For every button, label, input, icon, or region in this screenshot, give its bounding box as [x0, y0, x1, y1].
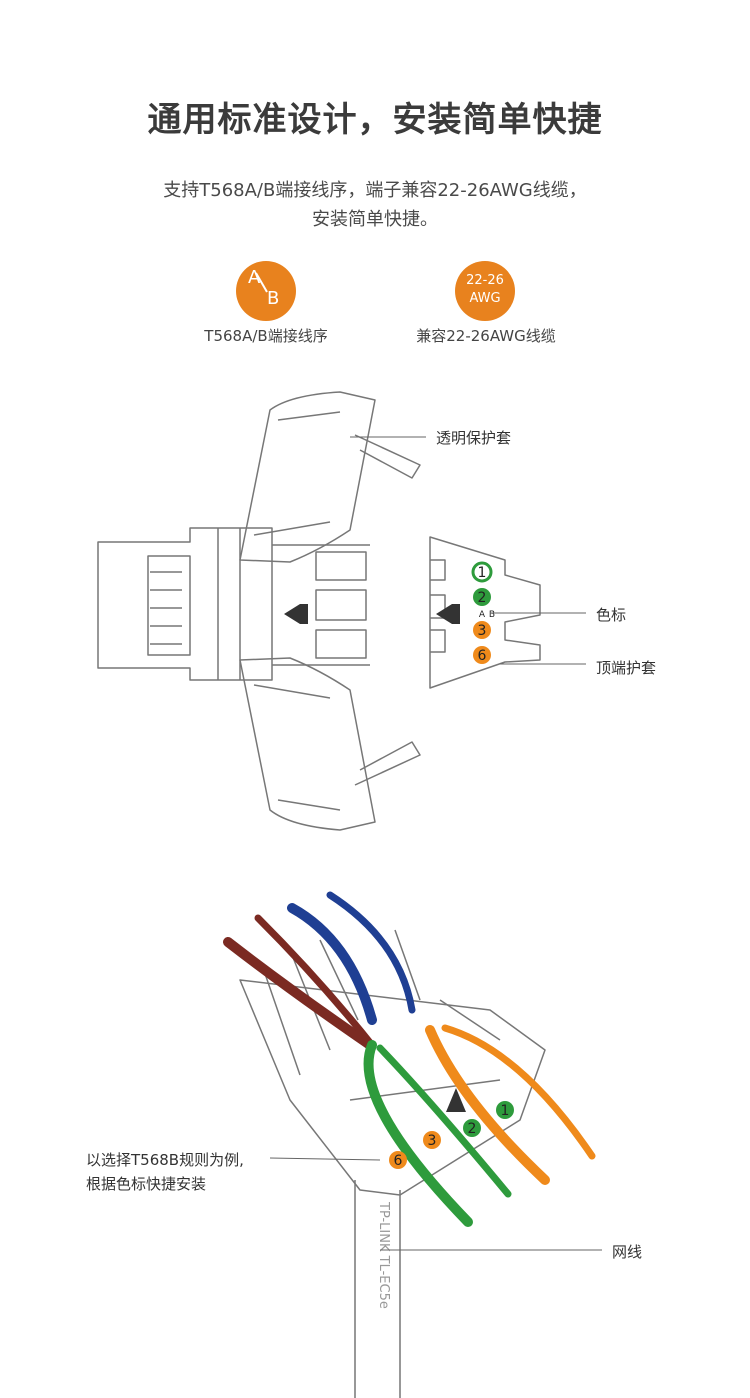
- color-mark-3-num: 3: [478, 623, 487, 639]
- upper-cover-hook: [354, 434, 421, 479]
- ab-sequence-icon: A B: [236, 261, 296, 321]
- callout-example: [269, 1157, 381, 1161]
- jack-slots: [272, 544, 370, 666]
- cable-jacket: [354, 1180, 401, 1398]
- awg-icon-unit: AWG: [469, 291, 501, 306]
- wired-body: [239, 979, 546, 1196]
- wire-orange: [425, 1025, 550, 1185]
- wire-green: [363, 1040, 473, 1227]
- lower-cover-line: [253, 684, 341, 811]
- wire-blue: [287, 903, 377, 1025]
- awg-caption: 兼容22-26AWG线缆: [416, 327, 556, 345]
- color-mark-1-num: 1: [478, 565, 487, 581]
- color-mark-3: [473, 621, 491, 639]
- wires: [223, 891, 596, 1227]
- wired-mark-6: [389, 1151, 407, 1169]
- color-mark-b: B: [489, 610, 495, 620]
- wired-mark-2: [463, 1119, 481, 1137]
- upper-cover-line: [253, 411, 341, 536]
- description-line-1: 支持T568A/B端接线序，端子兼容22-26AWG线缆，: [163, 180, 587, 201]
- wire-brown-white: [254, 914, 376, 1049]
- color-mark-2-num: 2: [478, 590, 487, 606]
- label-example: 以选择T568B规则为例, 根据色标快捷安装: [86, 1148, 244, 1196]
- label-transparent-cover: 透明保护套: [436, 429, 512, 447]
- wired-mark-1-num: 1: [501, 1103, 510, 1119]
- ab-icon-a: A: [248, 267, 261, 288]
- lower-cover-hook: [354, 741, 421, 786]
- awg-icon: 22-26 AWG: [455, 261, 515, 321]
- keystone-exploded-view: [97, 391, 541, 831]
- wired-color-marks: 6 3 2 1: [389, 1101, 514, 1169]
- wired-mark-3-num: 3: [428, 1133, 437, 1149]
- color-mark-2: [473, 588, 491, 606]
- color-mark-6-num: 6: [478, 648, 487, 664]
- ab-icon-b: B: [267, 288, 280, 309]
- color-mark-a: A: [479, 610, 486, 620]
- label-example-line-2: 根据色标快捷安装: [86, 1175, 207, 1193]
- wire-green-white: [376, 1044, 512, 1198]
- label-top-cap: 顶端护套: [596, 659, 657, 677]
- description-line-2: 安装简单快捷。: [312, 209, 438, 230]
- wired-mark-6-num: 6: [394, 1153, 403, 1169]
- jack-middle: [217, 528, 241, 680]
- top-cap: [429, 536, 541, 689]
- insert-arrow-left: [284, 604, 308, 624]
- cable-print: TP-LINK TL-EC5e: [376, 1201, 391, 1309]
- jack-ribs: [150, 571, 182, 645]
- color-mark-6: [473, 646, 491, 664]
- label-cable: 网线: [612, 1243, 643, 1261]
- wire-blue-white: [326, 891, 416, 1014]
- wired-mark-3: [423, 1131, 441, 1149]
- lower-cover: [239, 657, 376, 831]
- insert-arrow-wired: [446, 1088, 466, 1112]
- wire-brown: [223, 937, 375, 1050]
- page-title: 通用标准设计，安装简单快捷: [147, 100, 603, 140]
- jack-body: [97, 527, 273, 681]
- jack-inner: [147, 555, 191, 656]
- description: 支持T568A/B端接线序，端子兼容22-26AWG线缆， 安装简单快捷。: [0, 176, 750, 234]
- wired-mark-2-num: 2: [468, 1121, 477, 1137]
- wire-orange-white: [441, 1024, 596, 1160]
- color-mark-1: [471, 561, 493, 583]
- insert-arrow-right: [436, 604, 460, 624]
- top-cap-teeth: [430, 559, 446, 653]
- upper-cover: [239, 391, 376, 563]
- label-example-line-1: 以选择T568B规则为例,: [86, 1151, 244, 1169]
- ab-sequence-caption: T568A/B端接线序: [204, 327, 328, 345]
- awg-icon-range: 22-26: [466, 273, 504, 288]
- label-color-mark: 色标: [596, 606, 627, 624]
- wired-mark-1: [496, 1101, 514, 1119]
- color-marks: 1 2 3 6 A B: [471, 561, 495, 664]
